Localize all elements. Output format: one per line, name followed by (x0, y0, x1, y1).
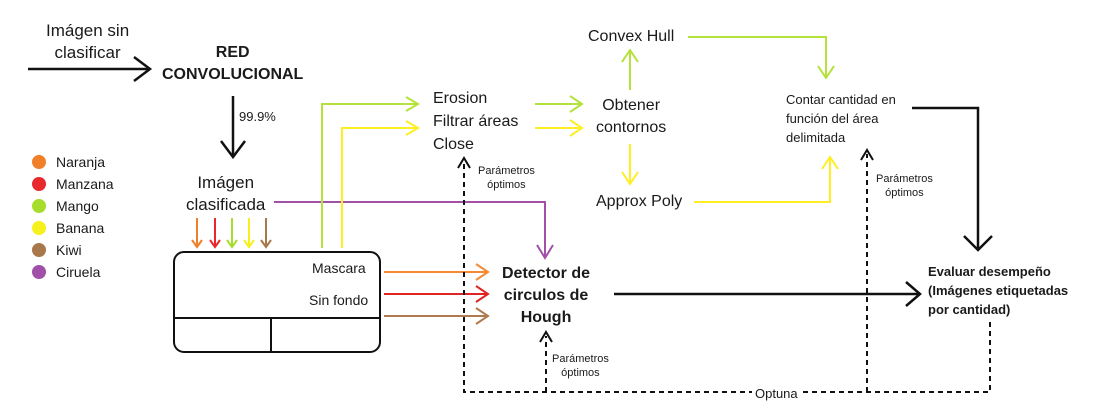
params-label-morph: Parámetros óptimos (478, 165, 535, 191)
legend-dot (32, 265, 46, 279)
arrow-contours-to-convexhull (621, 48, 639, 90)
arrow-contours-to-approxpoly (621, 144, 639, 186)
morph-close: Close (433, 136, 474, 153)
arrow-input-to-cnn (28, 56, 153, 82)
evaluate-node: Evaluar desempeño (Imágenes etiquetadas … (928, 264, 1069, 317)
cnn-node: RED CONVOLUCIONAL (162, 44, 304, 83)
arrow-nobg-to-morph (341, 120, 420, 248)
arrow-classified-to-hough (274, 201, 554, 260)
legend-label: Manzana (56, 176, 114, 192)
arrow-count-to-evaluate (912, 106, 993, 252)
count-node: Contar cantidad en función del área deli… (786, 92, 896, 145)
panel-nobg-label: Sin fondo (309, 292, 369, 308)
legend-label: Mango (56, 198, 99, 214)
arrow-mask-to-morph (321, 96, 420, 248)
legend-dot (32, 199, 46, 213)
legend-label: Banana (56, 220, 105, 236)
arrow-convexhull-to-count (688, 36, 835, 80)
arrow-panel-to-hough-red (384, 285, 490, 303)
arrow-approxpoly-to-count (694, 155, 839, 203)
arrow-cnn-to-classified (220, 96, 246, 160)
arrow-panel-to-hough-brown (384, 307, 490, 325)
legend-label: Kiwi (56, 242, 82, 258)
class-arrows (191, 218, 272, 249)
classified-image-label: Imágen clasificada (186, 173, 266, 214)
morph-filter: Filtrar áreas (433, 113, 519, 130)
arrow-hough-to-evaluate (614, 281, 922, 307)
approx-poly-node: Approx Poly (596, 193, 683, 210)
legend-dot (32, 155, 46, 169)
params-label-count: Parámetros óptimos (876, 173, 933, 199)
input-image-label: Imágen sin clasificar (46, 21, 130, 62)
legend-label: Naranja (56, 154, 106, 170)
morph-erosion: Erosion (433, 90, 488, 107)
optuna-label: Optuna (752, 385, 801, 403)
legend-dot (32, 177, 46, 191)
arrow-panel-to-hough-orange (384, 263, 490, 281)
optuna-arrowheads (457, 148, 874, 343)
cnn-accuracy: 99.9% (239, 109, 276, 124)
optuna-loop (463, 154, 991, 393)
contours-node: Obtener contornos (596, 97, 667, 136)
arrow-morph-to-contours-green (535, 95, 584, 113)
panel-mask-label: Mascara (312, 260, 366, 276)
arrow-morph-to-contours-yellow (535, 119, 584, 137)
hough-node: Detector de circulos de Hough (502, 265, 591, 326)
params-label-hough: Parámetros óptimos (552, 353, 609, 379)
legend-dot (32, 243, 46, 257)
image-panel (173, 251, 381, 353)
convex-hull-node: Convex Hull (588, 28, 675, 45)
legend-label: Ciruela (56, 264, 101, 280)
legend-dot (32, 221, 46, 235)
